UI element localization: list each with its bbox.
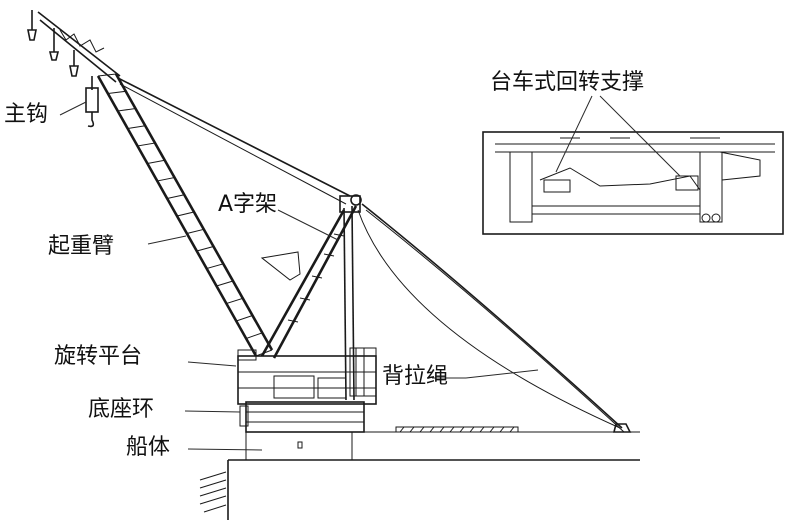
label-back-stay: 背拉绳 bbox=[382, 364, 449, 389]
back-stay bbox=[357, 203, 625, 433]
label-trolley-slewing-support: 台车式回转支撑 bbox=[490, 70, 645, 95]
label-main-hook: 主钩 bbox=[4, 102, 49, 127]
inset-trolley-support bbox=[482, 95, 784, 235]
label-a-frame: A字架 bbox=[218, 192, 278, 217]
a-frame bbox=[260, 194, 362, 401]
label-slewing-platform: 旋转平台 bbox=[54, 344, 143, 369]
hooks bbox=[27, 10, 99, 128]
pendant-lines bbox=[117, 77, 351, 205]
boom bbox=[37, 11, 274, 357]
label-base-ring: 底座环 bbox=[88, 397, 155, 422]
slewing-platform bbox=[237, 347, 377, 405]
label-hull: 船体 bbox=[126, 435, 171, 460]
hull bbox=[199, 423, 640, 520]
label-boom: 起重臂 bbox=[48, 234, 115, 259]
base-ring bbox=[239, 401, 365, 433]
leader-lines bbox=[59, 101, 539, 451]
